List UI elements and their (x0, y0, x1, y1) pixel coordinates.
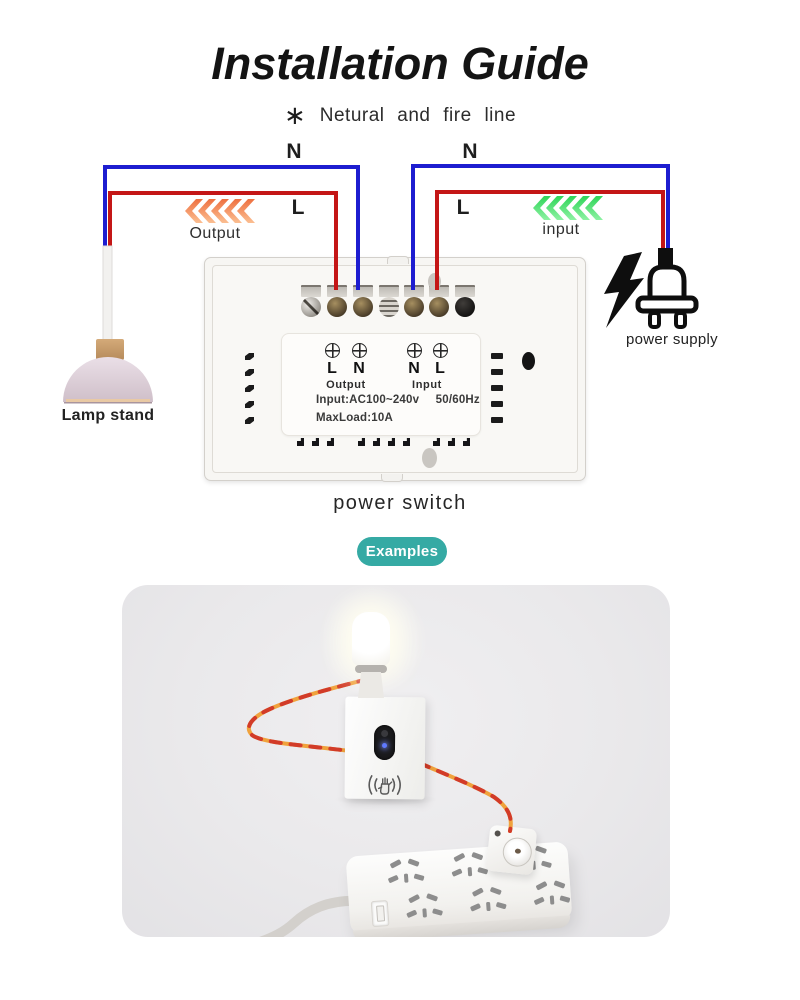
terminal-letter: L (327, 360, 337, 377)
side-clip (491, 417, 503, 423)
status-led (382, 742, 388, 749)
side-clip (491, 369, 503, 375)
vent-slit (312, 438, 319, 446)
terminal-screw (455, 297, 475, 317)
socket-outlet (398, 892, 450, 925)
output-group-label: Output (326, 379, 366, 391)
bulb-ring (355, 665, 387, 673)
vent-slit (403, 438, 410, 446)
neutral-label-input: N (462, 140, 478, 163)
terminal-clamp (301, 285, 321, 297)
asterisk-icon: ∗ (283, 100, 306, 130)
terminal-screw-icon (352, 343, 367, 358)
terminal-screw-icon (433, 343, 448, 358)
terminal-letter: N (353, 360, 365, 377)
examples-badge: Examples (357, 537, 447, 566)
vent-slit (327, 438, 334, 446)
output-flow-label: Output (189, 225, 241, 242)
lamp-shade-rim (66, 399, 150, 402)
power-plug-icon (635, 248, 699, 329)
terminal-clamp (327, 285, 347, 297)
input-flow-arrows-icon (533, 196, 603, 220)
label-panel: L N N L Output Input Input:AC100~240v 50… (281, 333, 481, 436)
input-flow-label: input (542, 221, 580, 238)
sensor-switch (344, 696, 426, 800)
side-clip (491, 353, 503, 359)
terminal-clamp (404, 285, 424, 297)
side-clip (245, 385, 254, 392)
mounting-tab-bottom (381, 474, 403, 482)
side-clip (491, 385, 503, 391)
page-title: Installation Guide (211, 38, 589, 89)
terminal-screw (379, 297, 399, 317)
side-clip (245, 401, 254, 408)
side-clip (245, 369, 254, 376)
lamp-cord (102, 245, 113, 344)
socket-outlet (462, 885, 514, 918)
socket-outlet (380, 857, 432, 890)
terminal-screw-icon (407, 343, 422, 358)
terminal-letter: L (435, 360, 445, 377)
lightning-icon (604, 252, 644, 328)
spec-input-voltage: Input:AC100~240v (316, 394, 420, 406)
terminal-screw (353, 297, 373, 317)
sensor-lens (381, 729, 389, 738)
terminal-screw (404, 297, 424, 317)
terminal-clamp (353, 285, 373, 297)
lamp-caption: Lamp stand (61, 407, 155, 424)
subtitle-text: Netural and fire line (319, 105, 517, 126)
neutral-label-output: N (286, 140, 302, 163)
side-hole (522, 352, 535, 370)
power-switch-caption: power switch (333, 492, 467, 514)
power-supply-icon (604, 248, 699, 329)
spec-line-1: Input:AC100~240v 50/60Hz (316, 394, 480, 406)
live-label-input: L (456, 196, 470, 219)
spec-frequency: 50/60Hz (435, 394, 480, 406)
vent-slit (463, 438, 470, 446)
terminal-letter: N (408, 360, 420, 377)
ir-sensor (373, 724, 396, 761)
power-strip (345, 841, 573, 935)
adapter-clip (494, 830, 501, 837)
spec-line-2: MaxLoad:10A (316, 412, 393, 424)
terminal-screw (429, 297, 449, 317)
terminal-clamp (455, 285, 475, 297)
bulb-base (358, 672, 384, 698)
example-photo (122, 585, 670, 937)
screw-hole-top (428, 273, 441, 290)
side-clip (245, 353, 254, 360)
side-clip (491, 401, 503, 407)
terminal-screw (327, 297, 347, 317)
vent-slit (358, 438, 365, 446)
subtitle: ∗ Netural and fire line (0, 100, 800, 131)
lamp-shade-edge (64, 402, 152, 404)
lamp-shade (63, 357, 153, 402)
switch-back-panel: L N N L Output Input Input:AC100~240v 50… (204, 256, 586, 482)
vent-slit (297, 438, 304, 446)
live-label-output: L (291, 196, 305, 219)
lamp-stand-illustration (63, 245, 153, 404)
lamp-socket (96, 339, 124, 360)
strip-switch (370, 900, 390, 928)
vent-slit (388, 438, 395, 446)
screw-hole-bottom (422, 448, 437, 468)
terminal-clamp (379, 285, 399, 297)
socket-outlet (526, 879, 578, 912)
power-cord (259, 895, 367, 937)
hand-wave-icon (368, 775, 401, 795)
power-supply-caption: power supply (626, 331, 718, 348)
terminal-screw-icon (325, 343, 340, 358)
input-group-label: Input (412, 379, 442, 391)
side-clip (245, 417, 254, 424)
output-flow-arrows-icon (185, 199, 255, 223)
vent-slit (373, 438, 380, 446)
mounting-tab-top (387, 256, 409, 264)
vent-slit (433, 438, 440, 446)
led-bulb (352, 612, 390, 666)
terminal-screw (301, 297, 321, 317)
plug-adapter (485, 824, 538, 876)
vent-slit (448, 438, 455, 446)
